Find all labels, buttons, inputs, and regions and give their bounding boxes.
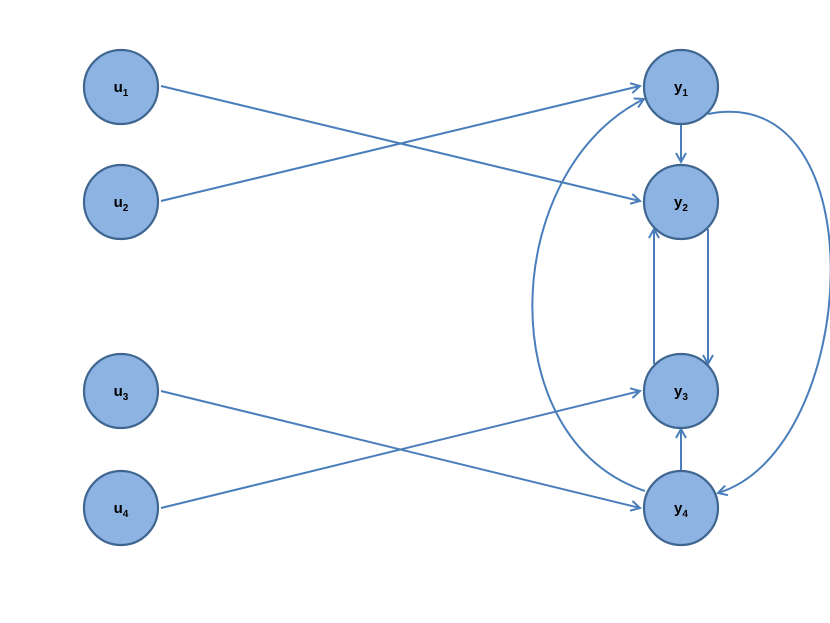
node-label-subscript: 1 xyxy=(682,88,688,99)
node-y3: y3 xyxy=(642,352,720,430)
edge-u2-y1 xyxy=(160,86,640,202)
node-label-base: y xyxy=(674,194,683,211)
node-label: y1 xyxy=(674,79,688,99)
node-y4: y4 xyxy=(642,469,720,547)
node-label-base: y xyxy=(674,79,683,96)
node-label-base: y xyxy=(674,383,683,400)
node-label-base: u xyxy=(114,500,123,517)
node-circle xyxy=(642,48,720,126)
node-label: y3 xyxy=(674,383,688,403)
edge-y1-y4 xyxy=(707,110,830,493)
edges-layer xyxy=(160,86,830,509)
node-label-base: y xyxy=(674,500,683,517)
node-label-subscript: 4 xyxy=(682,509,688,520)
node-circle xyxy=(82,163,160,241)
node-circle xyxy=(82,469,160,547)
edge-y4-y1 xyxy=(531,99,645,492)
node-circle xyxy=(642,469,720,547)
node-label-subscript: 3 xyxy=(123,392,129,403)
node-label-subscript: 2 xyxy=(682,203,688,214)
node-label-subscript: 4 xyxy=(123,509,129,520)
node-label-subscript: 1 xyxy=(123,88,129,99)
node-label-base: u xyxy=(114,79,123,96)
node-label-base: u xyxy=(114,383,123,400)
node-label: u1 xyxy=(114,79,129,99)
node-u1: u1 xyxy=(82,48,160,126)
node-label: u3 xyxy=(114,383,129,403)
node-label-subscript: 3 xyxy=(682,392,688,403)
node-circle xyxy=(642,352,720,430)
node-label: u2 xyxy=(114,194,129,214)
node-label: y4 xyxy=(674,500,688,520)
node-u4: u4 xyxy=(82,469,160,547)
edge-u4-y3 xyxy=(160,391,640,509)
node-circle xyxy=(82,352,160,430)
node-label: y2 xyxy=(674,194,688,214)
node-circle xyxy=(82,48,160,126)
node-label-base: u xyxy=(114,194,123,211)
node-label-subscript: 2 xyxy=(123,203,129,214)
node-circle xyxy=(642,163,720,241)
node-label: u4 xyxy=(114,500,129,520)
node-y2: y2 xyxy=(642,163,720,241)
node-u3: u3 xyxy=(82,352,160,430)
node-u2: u2 xyxy=(82,163,160,241)
node-y1: y1 xyxy=(642,48,720,126)
